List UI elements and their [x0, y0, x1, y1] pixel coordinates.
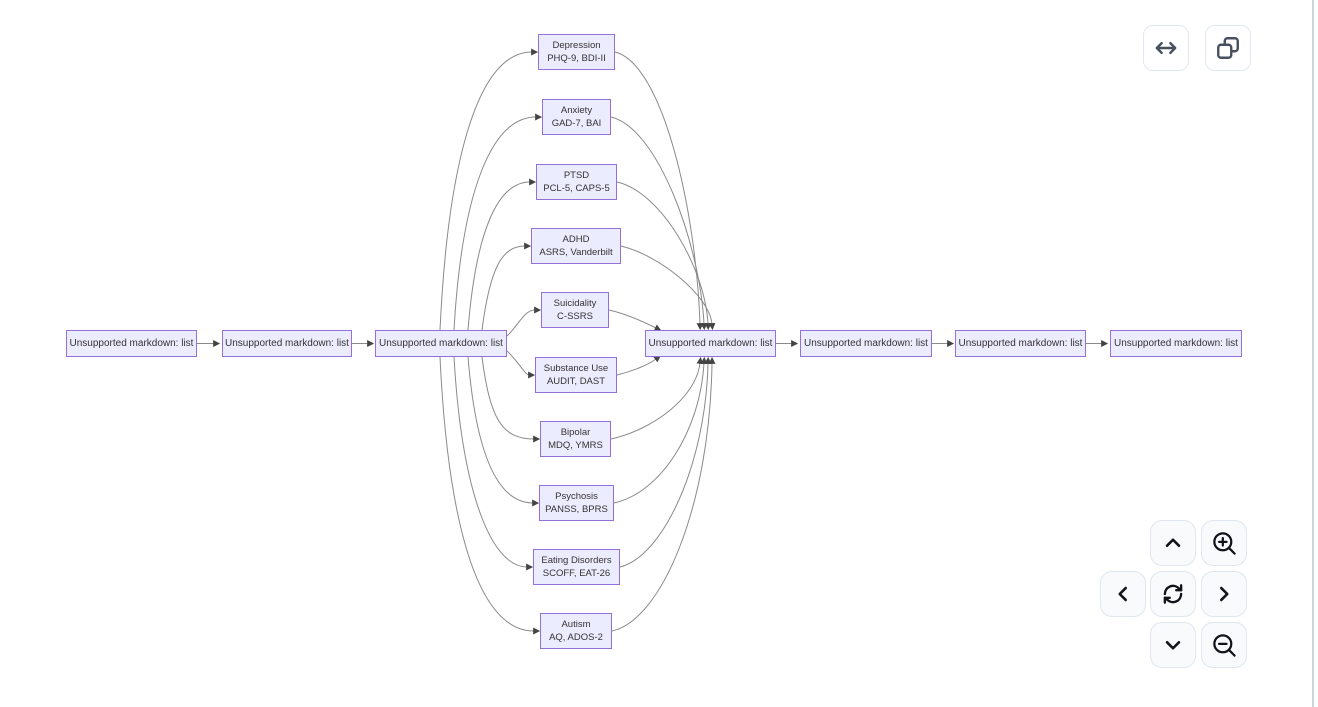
edge — [614, 51, 704, 331]
edge — [613, 356, 708, 504]
condition-title: Anxiety — [560, 105, 593, 116]
flow-node: Unsupported markdown: list — [375, 330, 507, 357]
condition-node: Eating Disorders SCOFF, EAT-26 — [533, 549, 620, 585]
condition-subtitle: SCOFF, EAT-26 — [542, 568, 611, 579]
condition-node: Substance Use AUDIT, DAST — [535, 357, 617, 393]
condition-title: Psychosis — [555, 491, 598, 502]
edge — [610, 356, 704, 440]
chevron-right-icon — [1211, 581, 1237, 607]
pan-left-button[interactable] — [1100, 571, 1146, 617]
flow-node: Unsupported markdown: list — [955, 330, 1086, 357]
condition-subtitle: PCL-5, CAPS-5 — [543, 183, 610, 194]
condition-node: Anxiety GAD-7, BAI — [542, 99, 611, 135]
edge — [616, 181, 712, 331]
flow-node: Unsupported markdown: list — [645, 330, 776, 357]
condition-node: Bipolar MDQ, YMRS — [540, 421, 611, 457]
pan-down-button[interactable] — [1150, 622, 1196, 668]
edge — [453, 356, 534, 571]
condition-title: Bipolar — [560, 427, 591, 438]
condition-subtitle: AQ, ADOS-2 — [549, 632, 603, 643]
edge — [439, 356, 541, 635]
condition-node: PTSD PCL-5, CAPS-5 — [536, 164, 617, 200]
edge — [620, 245, 716, 331]
pan-up-button[interactable] — [1150, 520, 1196, 566]
condition-title: ADHD — [562, 234, 590, 245]
edge — [453, 113, 543, 331]
edge — [506, 306, 542, 337]
condition-subtitle: C-SSRS — [557, 311, 593, 322]
zoom-in-icon — [1211, 530, 1238, 557]
chevron-up-icon — [1160, 530, 1186, 556]
zoom-out-icon — [1211, 632, 1238, 659]
edge — [467, 178, 537, 331]
edge — [619, 356, 712, 568]
resize-horizontal-icon — [1153, 35, 1179, 61]
edge — [467, 356, 540, 507]
condition-node: ADHD ASRS, Vanderbilt — [531, 228, 621, 264]
edge — [439, 48, 539, 331]
condition-subtitle: AUDIT, DAST — [546, 376, 606, 387]
refresh-icon — [1160, 581, 1186, 607]
flow-node: Unsupported markdown: list — [1110, 330, 1242, 357]
condition-node: Suicidality C-SSRS — [541, 292, 609, 328]
copy-icon — [1215, 35, 1241, 61]
condition-title: Substance Use — [543, 363, 609, 374]
pane-divider — [1312, 0, 1314, 707]
edge — [481, 356, 541, 443]
condition-title: Autism — [561, 619, 591, 630]
edge — [616, 355, 661, 376]
edge — [608, 309, 662, 331]
condition-title: Suicidality — [553, 298, 597, 309]
condition-node: Autism AQ, ADOS-2 — [540, 613, 612, 649]
condition-subtitle: MDQ, YMRS — [548, 440, 603, 451]
pan-right-button[interactable] — [1201, 571, 1247, 617]
zoom-out-button[interactable] — [1201, 622, 1247, 668]
condition-title: Depression — [552, 40, 601, 51]
edge — [610, 116, 708, 331]
condition-subtitle: GAD-7, BAI — [551, 118, 602, 129]
chevron-left-icon — [1110, 581, 1136, 607]
flow-node: Unsupported markdown: list — [222, 330, 352, 357]
flow-node: Unsupported markdown: list — [800, 330, 932, 357]
condition-subtitle: ASRS, Vanderbilt — [539, 247, 613, 258]
condition-node: Psychosis PANSS, BPRS — [539, 485, 614, 521]
edge — [481, 242, 532, 331]
chevron-down-icon — [1160, 632, 1186, 658]
fit-width-button[interactable] — [1143, 25, 1189, 71]
condition-subtitle: PANSS, BPRS — [545, 504, 608, 515]
condition-title: Eating Disorders — [541, 555, 612, 566]
condition-node: Depression PHQ-9, BDI-II — [538, 34, 615, 70]
copy-button[interactable] — [1205, 25, 1251, 71]
condition-subtitle: PHQ-9, BDI-II — [547, 53, 606, 64]
zoom-in-button[interactable] — [1201, 520, 1247, 566]
condition-title: PTSD — [563, 170, 590, 181]
flow-node: Unsupported markdown: list — [66, 330, 197, 357]
edge — [506, 350, 536, 379]
reset-view-button[interactable] — [1150, 571, 1196, 617]
edge — [611, 356, 716, 632]
